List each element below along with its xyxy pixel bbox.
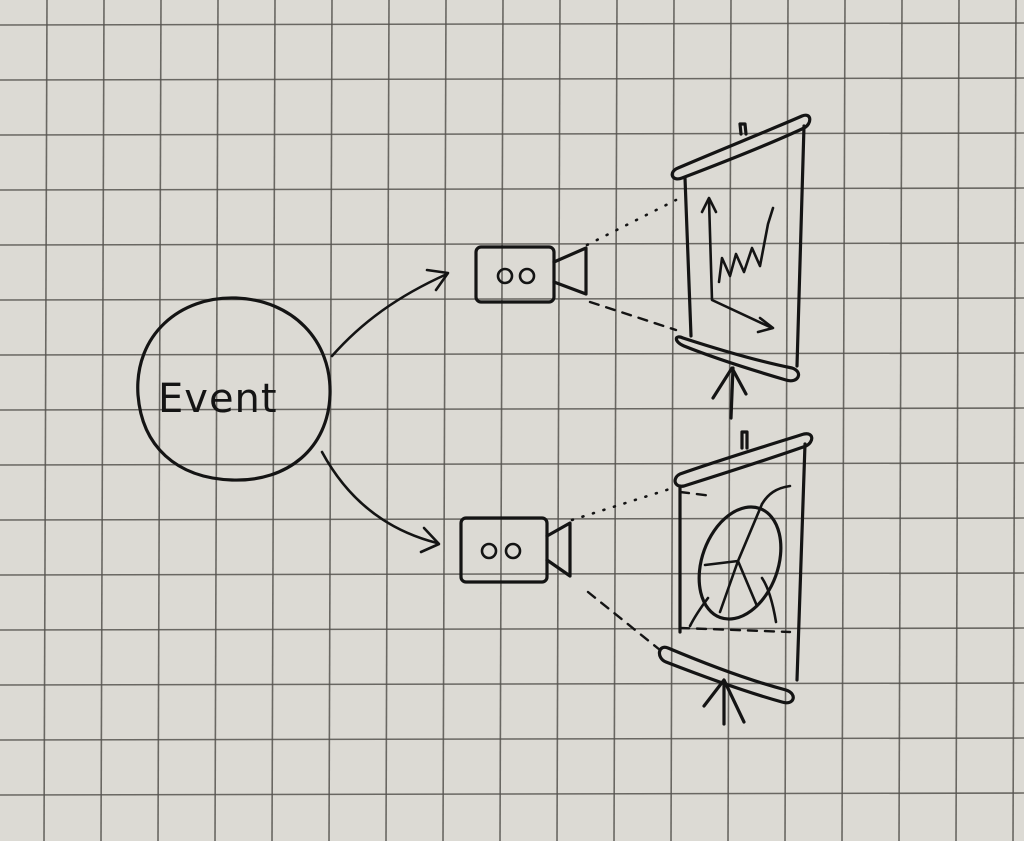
screen-bottom-lower-roller [657,645,795,705]
screen-bottom-guide-lower [678,626,792,634]
camera-top-lens-left [496,267,514,285]
pie-chart-callout-left [688,596,710,628]
camera-top-body [474,245,556,304]
screen-top-right-edge [795,124,806,368]
projection-bottom-lower [586,590,662,652]
screen-top-left-edge [683,176,693,338]
line-chart-series [717,206,775,284]
screen-top-lower-roller [674,335,801,383]
event-circle [136,296,332,482]
screen-bottom-hook [740,430,749,450]
pie-chart-slices [703,502,764,614]
event-node: Event [136,296,332,482]
line-chart-axes [707,198,774,330]
screen-top-hook [738,122,748,136]
event-label: Event [158,376,278,422]
screen-bottom-right-edge [795,442,807,682]
camera-bottom-lens-left [480,542,498,560]
camera-bottom-lens-right [504,542,522,560]
projection-top-lower [588,300,678,332]
screen-bottom [657,430,814,705]
camera-top [474,245,588,304]
pie-chart-callout-top [760,484,792,506]
screen-bottom-guide-upper [678,490,714,498]
pie-chart-callout-right [760,576,778,624]
camera-bottom-viewfinder [545,521,572,578]
camera-bottom [459,516,572,584]
camera-bottom-body [459,516,549,584]
camera-top-viewfinder [552,246,588,296]
screen-top [670,113,812,383]
stand-arrow-bottom [702,678,746,726]
camera-top-lens-right [518,267,536,285]
stand-arrow-top [711,366,748,420]
projection-bottom-upper [570,485,678,522]
line-chart-y-arrow [700,196,718,214]
arrow-to-top-camera [330,268,450,358]
line-chart-x-arrow [756,316,775,334]
arrow-to-bottom-camera [320,450,441,554]
